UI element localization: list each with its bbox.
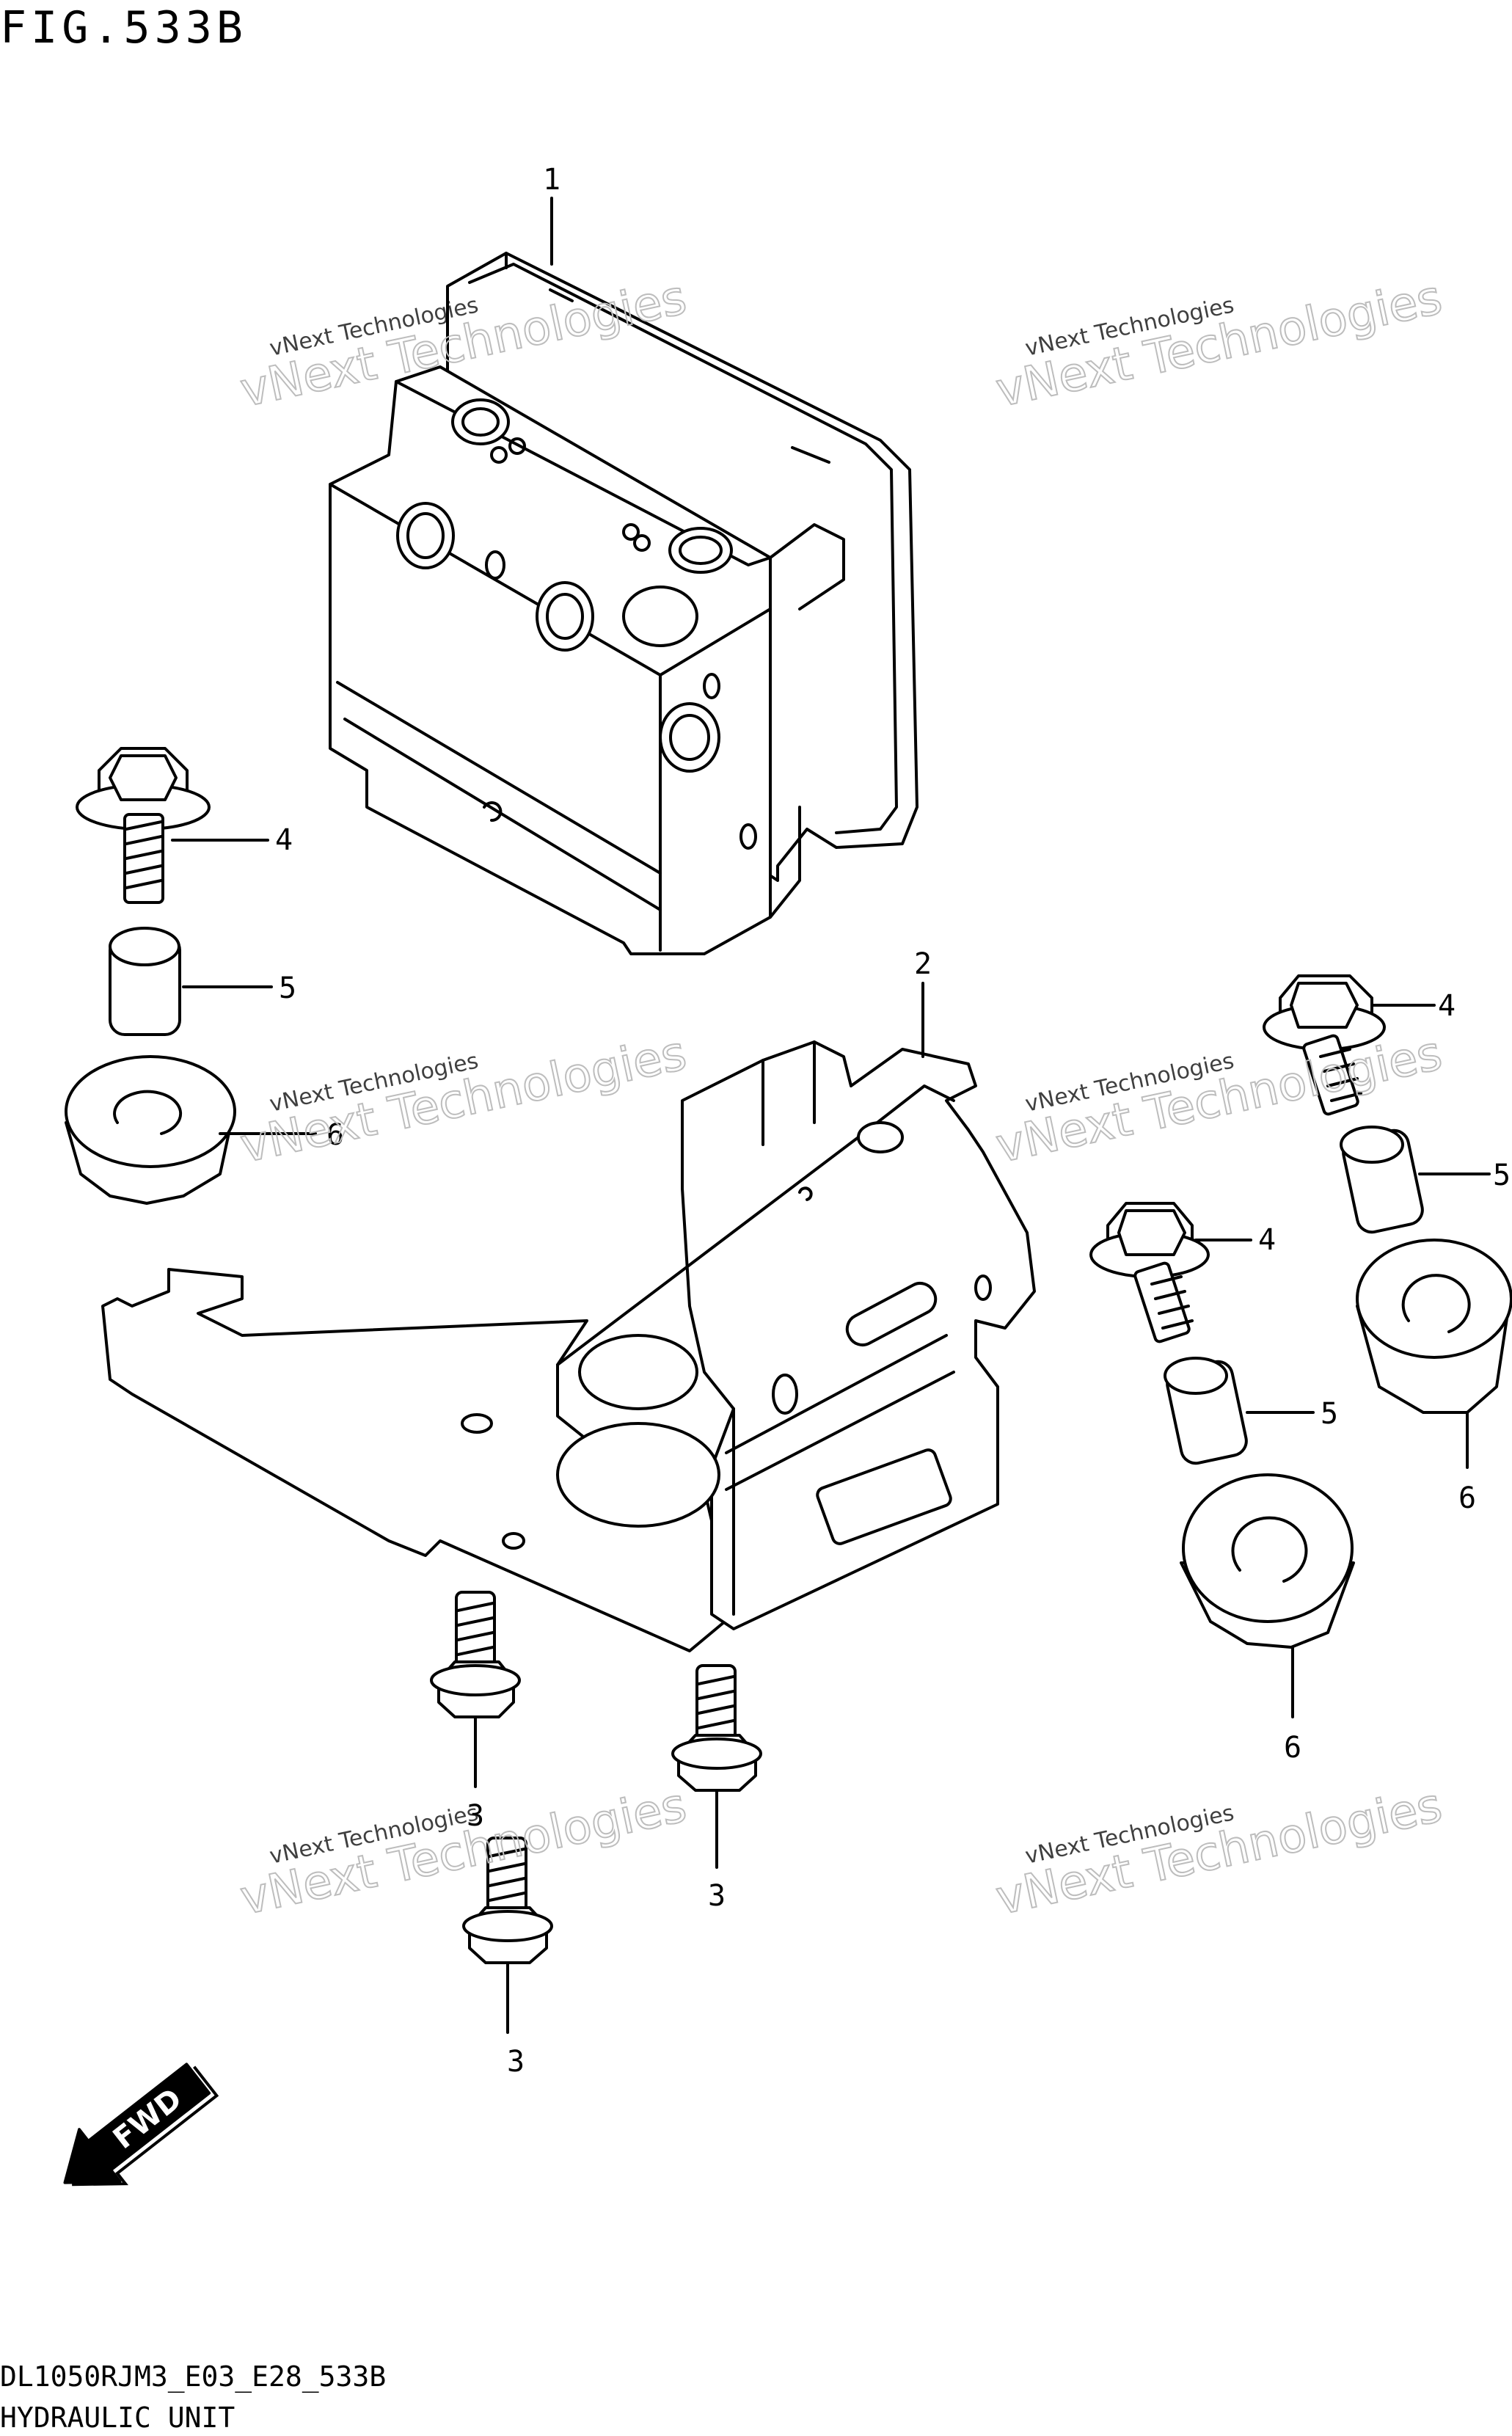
watermark-2: vNext Technologies vNext Technologies: [991, 270, 1447, 419]
bolt-part-right-top: [1263, 974, 1386, 1116]
callout-1: 1: [543, 163, 560, 197]
callout-3a: 3: [467, 1799, 484, 1833]
flange-bolt-part-2: [671, 1664, 762, 1792]
bracket-part: [101, 1040, 1036, 1652]
forward-arrow-icon: FWD: [63, 2063, 219, 2187]
spacer-part-right-top: [1340, 1126, 1424, 1234]
hydraulic-unit-part: [329, 252, 918, 955]
callout-6c: 6: [1284, 1731, 1301, 1765]
callout-3c: 3: [507, 2045, 525, 2079]
callout-4a: 4: [275, 823, 293, 857]
callout-5a: 5: [279, 971, 296, 1005]
watermark-6: vNext Technologies vNext Technologies: [991, 1778, 1447, 1927]
bolt-part-left: [76, 747, 211, 904]
callout-6a: 6: [326, 1118, 344, 1152]
callout-2: 2: [914, 947, 932, 981]
bolt-part-right-mid: [1089, 1202, 1210, 1343]
section-name: HYDRAULIC UNIT: [0, 2402, 235, 2434]
callout-5b: 5: [1493, 1159, 1511, 1192]
grommet-part-right-mid: [1180, 1473, 1355, 1649]
callout-4b: 4: [1438, 989, 1456, 1023]
watermark-5: vNext Technologies vNext Technologies: [235, 1778, 692, 1927]
watermark-3: vNext Technologies vNext Technologies: [235, 1026, 692, 1175]
spacer-part-left: [109, 927, 181, 1036]
spacer-part-right-mid: [1164, 1357, 1248, 1465]
grommet-part-left: [65, 1055, 236, 1205]
flange-bolt-part-1: [430, 1591, 521, 1718]
callout-6b: 6: [1458, 1481, 1476, 1515]
callout-3b: 3: [708, 1879, 726, 1913]
callout-4c: 4: [1258, 1223, 1276, 1257]
model-code: DL1050RJM3_E03_E28_533B: [0, 2360, 386, 2393]
flange-bolt-part-3: [462, 1837, 553, 1964]
figure-title: FIG.533B: [0, 2, 247, 54]
grommet-part-right-top: [1356, 1239, 1512, 1414]
leader-lines: [171, 197, 1491, 2034]
callout-5c: 5: [1321, 1397, 1338, 1431]
